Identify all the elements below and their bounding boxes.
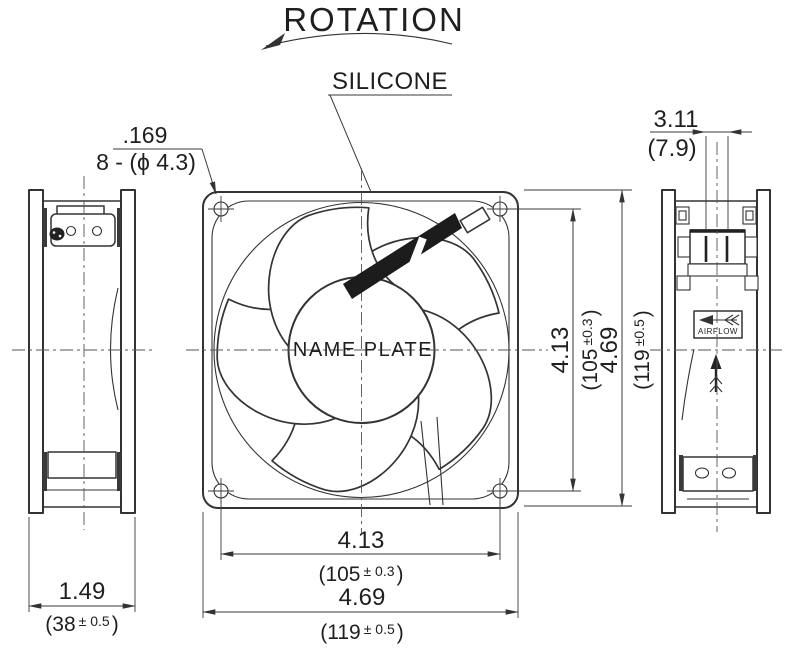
extension-lines: [705, 136, 729, 229]
depth-frame-mm: (38± 0.5): [45, 613, 118, 636]
bottom-strut-lines: [44, 477, 120, 491]
height-frame-dimension: 4.69 (119±0.5): [524, 189, 654, 507]
extension-lines: [524, 189, 632, 507]
top-clip-right: [742, 206, 757, 225]
rotation-direction-arrow: [709, 354, 723, 393]
clip-notch: [678, 210, 687, 221]
terminal-housing: [689, 229, 746, 265]
lower-clip-left: [676, 275, 691, 291]
left-view-front-flange: [28, 189, 44, 514]
lower-clip-right: [744, 275, 759, 291]
silicone-annotation: SILICONE: [328, 68, 452, 238]
extension-lines: [511, 208, 581, 492]
strut-hole: [694, 467, 710, 479]
hole-callout-detail: 8 - (ϕ 4.3): [96, 149, 196, 175]
lead-connector: [459, 206, 491, 234]
hole-callout-inch: .169: [123, 122, 168, 148]
rotation-arrowhead-icon: [261, 33, 285, 50]
height-holes-inch: 4.13: [547, 327, 574, 374]
terminal-pitch-inch: 3.11: [654, 106, 699, 133]
terminal-pitch-dimension: 3.11 (7.9): [647, 106, 752, 229]
bottom-strut-block: [47, 451, 117, 479]
width-holes-inch: 4.13: [338, 527, 385, 554]
width-frame-mm: (119± 0.5): [320, 621, 404, 644]
terminal-block: [50, 213, 116, 247]
lead-clip-gap: [409, 236, 427, 266]
mounting-hole-top-right: [487, 196, 513, 222]
right-view-rear-flange: [756, 189, 771, 514]
height-frame-mm: (119±0.5): [631, 310, 654, 390]
gasket-bar: [43, 208, 47, 247]
gasket-bar: [117, 452, 121, 491]
terminal-pins: [704, 236, 729, 262]
airflow-arrow-icon: [699, 314, 740, 326]
right-side-view: AIRFLOW: [650, 142, 782, 532]
width-holes-mm: (105± 0.3): [318, 563, 403, 586]
callout-leader: [201, 148, 217, 195]
gasket-bar: [117, 208, 121, 247]
right-view-front-flange: [661, 189, 676, 514]
height-frame-inch: 4.69: [596, 327, 623, 374]
gasket-bar: [43, 452, 47, 491]
width-holes-dimension: 4.13 (105± 0.3): [220, 500, 501, 586]
airflow-indicator: AIRFLOW: [693, 310, 743, 339]
depth-frame-inch: 1.49: [59, 578, 106, 605]
top-clip-left: [675, 206, 690, 225]
mounting-holes: [208, 196, 513, 504]
depth-frame-dimension: 1.49 (38± 0.5): [28, 517, 136, 636]
rotation-label: ROTATION: [283, 1, 465, 38]
blade-profile-curve: [681, 348, 695, 421]
front-view: NAME PLATE: [186, 168, 548, 533]
terminal-screw-hole: [65, 225, 77, 237]
extension-lines: [28, 517, 136, 612]
width-frame-inch: 4.69: [339, 584, 386, 611]
terminal-pitch-mm: (7.9): [647, 135, 696, 162]
terminal-screw-hole: [91, 225, 103, 237]
left-view-rear-flange: [120, 189, 136, 514]
mounting-hole-top-left: [208, 196, 234, 222]
left-view-body: [42, 200, 122, 508]
grommet-hole: [52, 231, 56, 234]
terminal-wing-left: [677, 236, 691, 258]
gasket-bar: [679, 455, 683, 491]
right-view-body: [674, 200, 758, 508]
terminal-wing-right: [744, 236, 758, 258]
bottom-strut-block: [682, 456, 754, 492]
wire-channel-rib: [420, 416, 444, 506]
silicone-lead-wire: [343, 206, 491, 299]
height-holes-mm: (105±0.3): [579, 309, 602, 390]
mounting-hole-bottom-right: [487, 478, 513, 504]
grommet-hole: [58, 234, 62, 238]
rotation-direction-arc: [265, 32, 453, 47]
bottom-strut: [679, 455, 757, 500]
extension-lines: [202, 512, 519, 618]
gasket-bar: [753, 455, 757, 491]
width-frame-dimension: 4.69 (119± 0.5): [202, 512, 519, 644]
rotation-annotation: ROTATION: [261, 1, 465, 50]
airflow-label: AIRFLOW: [698, 327, 738, 336]
silicone-lead: [343, 213, 462, 299]
terminal-lip: [687, 263, 748, 277]
strut-hole: [721, 467, 737, 479]
name-plate-label: NAME PLATE: [293, 339, 433, 361]
hole-callout: .169 8 - (ϕ 4.3): [96, 122, 217, 195]
left-side-view: [12, 176, 152, 530]
extension-lines: [220, 500, 501, 560]
blade-profile-curve: [109, 287, 119, 411]
wire-grommet: [49, 227, 65, 241]
height-holes-dimension: 4.13 (105±0.3): [511, 208, 602, 492]
silicone-label: SILICONE: [332, 68, 448, 95]
mounting-hole-bottom-left: [208, 478, 234, 504]
clip-notch: [745, 210, 754, 221]
airflow-label-box: [693, 310, 743, 339]
strut-lines: [683, 490, 753, 500]
